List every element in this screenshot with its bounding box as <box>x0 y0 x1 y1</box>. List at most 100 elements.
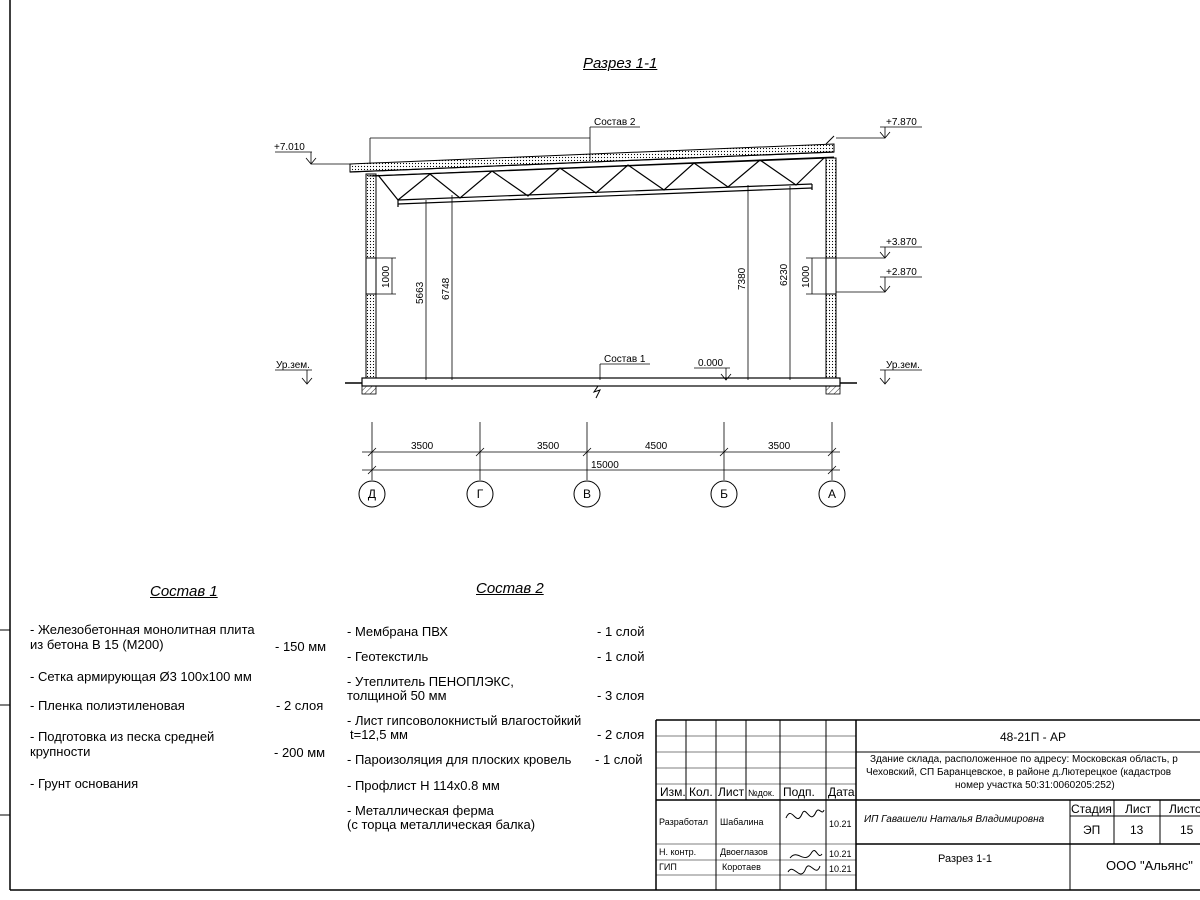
axis-label-d: Д <box>368 487 376 501</box>
title-block <box>655 719 1200 890</box>
sheets-value: 15 <box>1180 823 1194 837</box>
signature-nkontr <box>789 850 823 859</box>
sostav2-title: Состав 2 <box>476 580 544 597</box>
axis-label-b: Б <box>720 487 728 501</box>
floor-layer-label: Состав 1 <box>604 354 646 365</box>
date-razrab: 10.21 <box>829 819 852 829</box>
sostav1-item-2: - Сетка армирующая Ø3 100х100 мм <box>30 669 252 684</box>
span-4: 3500 <box>768 441 791 452</box>
axis-label-a: А <box>828 487 836 501</box>
sostav2-item-7: - Металлическая ферма <box>347 803 494 818</box>
header-stage: Стадия <box>1071 802 1112 816</box>
grid-axes <box>358 480 846 508</box>
col-ndok: №док. <box>748 788 775 798</box>
sostav1-item-4: - Подготовка из песка средней <box>30 729 215 744</box>
sostav2-item-5-qty: - 1 слой <box>595 752 643 767</box>
sostav2-item-1-qty: - 1 слой <box>597 624 645 639</box>
roof <box>349 135 835 177</box>
sostav2-item-2-qty: - 1 слой <box>597 649 645 664</box>
axis-bubble <box>818 480 846 508</box>
name-gip: Коротаев <box>722 862 761 872</box>
dim-left-inner: 5663 <box>415 281 426 304</box>
span-2: 3500 <box>537 441 560 452</box>
total-span: 15000 <box>591 460 619 471</box>
layer-leaders <box>369 126 650 380</box>
address-line-3: номер участка 50:31:0060205:252) <box>955 780 1115 791</box>
dim-left-window: 1000 <box>381 265 392 288</box>
col-data: Дата <box>828 785 855 799</box>
horizontal-dimension-lines <box>362 422 840 480</box>
span-1: 3500 <box>411 441 434 452</box>
col-podp: Подп. <box>783 785 815 799</box>
vertical-dimension-lines <box>376 185 826 380</box>
sostav2-item-3: - Утеплитель ПЕНОПЛЭКС, <box>347 674 514 689</box>
name-razrab: Шабалина <box>720 817 764 827</box>
axis-bubble <box>710 480 738 508</box>
sostav1-item-4-qty: - 200 мм <box>274 745 326 760</box>
sostav1-item-3-qty: - 2 слоя <box>276 698 324 713</box>
axis-label-v: В <box>583 487 591 501</box>
sostav1-item-4-line2: крупности <box>30 744 91 759</box>
signature-gip <box>787 865 821 875</box>
axis-bubble <box>466 480 494 508</box>
elevation-marks <box>275 126 922 385</box>
left-wall <box>365 173 377 385</box>
sostav2-item-5: - Пароизоляция для плоских кровель <box>347 752 572 767</box>
floor-slab <box>345 377 857 399</box>
sostav2-item-6: - Профлист Н 114х0.8 мм <box>347 778 500 793</box>
sostav1-item-1-line2: из бетона В 15 (М200) <box>30 637 164 652</box>
elevation-right-mid1: +3.870 <box>886 237 917 248</box>
col-list: Лист <box>718 785 745 799</box>
axis-bubble <box>573 480 601 508</box>
dim-right-inner: 6230 <box>779 263 790 286</box>
header-sheets: Листо <box>1169 802 1200 816</box>
signatures <box>785 809 825 875</box>
axis-bubble <box>358 480 386 508</box>
dim-right-window: 1000 <box>801 265 812 288</box>
document-code: 48-21П - АР <box>1000 730 1066 744</box>
author-name: ИП Гавашели Наталья Владимировна <box>864 814 1045 825</box>
elevation-right-top: +7.870 <box>886 117 917 128</box>
sheet-value: 13 <box>1130 823 1144 837</box>
sheet-title: Разрез 1-1 <box>938 853 993 865</box>
sostav2-item-3-line2: толщиной 50 мм <box>347 688 447 703</box>
sostav1-item-1-qty: - 150 мм <box>275 639 327 654</box>
date-nkontr: 10.21 <box>829 849 852 859</box>
dim-left-outer: 6748 <box>441 277 452 300</box>
sostav1-title: Состав 1 <box>150 583 218 600</box>
sostav2-item-1: - Мембрана ПВХ <box>347 624 448 639</box>
sostav2-item-7-line2: (с торца металлическая балка) <box>347 817 536 832</box>
role-nkontr: Н. контр. <box>659 847 697 857</box>
name-nkontr: Двоеглазов <box>720 847 768 857</box>
dim-right-outer: 7380 <box>737 267 748 290</box>
sostav2-item-2: - Геотекстиль <box>347 649 429 664</box>
role-razrab: Разработал <box>659 817 708 827</box>
axis-label-g: Г <box>477 487 484 501</box>
role-gip: ГИП <box>659 862 677 872</box>
right-wall <box>825 157 837 385</box>
date-gip: 10.21 <box>829 864 852 874</box>
sostav1-item-1: - Железобетонная монолитная плита <box>30 622 255 637</box>
stage-value: ЭП <box>1083 823 1101 837</box>
signature-razrab <box>785 809 825 820</box>
span-3: 4500 <box>645 441 668 452</box>
section-title: Разрез 1-1 <box>583 55 658 72</box>
sostav2-item-4: - Лист гипсоволокнистый влагостойкий <box>347 713 582 728</box>
sostav2-item-4-line2: t=12,5 мм <box>350 727 408 742</box>
roof-layer-label: Состав 2 <box>594 117 636 128</box>
col-izm: Изм. <box>660 785 686 799</box>
company-name: ООО "Альянс" <box>1106 858 1193 873</box>
col-kol: Кол. <box>689 785 713 799</box>
roof-truss <box>371 157 827 207</box>
address-line-2: Чеховский, СП Баранцевское, в районе д.Л… <box>866 767 1172 778</box>
elevation-left-top: +7.010 <box>274 142 305 153</box>
ground-level-right: Ур.зем. <box>886 360 920 371</box>
floor-elevation: 0.000 <box>698 358 723 369</box>
sostav2-item-3-qty: - 3 слоя <box>597 688 645 703</box>
ground-level-left: Ур.зем. <box>276 360 310 371</box>
address-line-1: Здание склада, расположенное по адресу: … <box>870 754 1178 765</box>
elevation-right-mid2: +2.870 <box>886 267 917 278</box>
sostav1-item-3: - Пленка полиэтиленовая <box>30 698 185 713</box>
